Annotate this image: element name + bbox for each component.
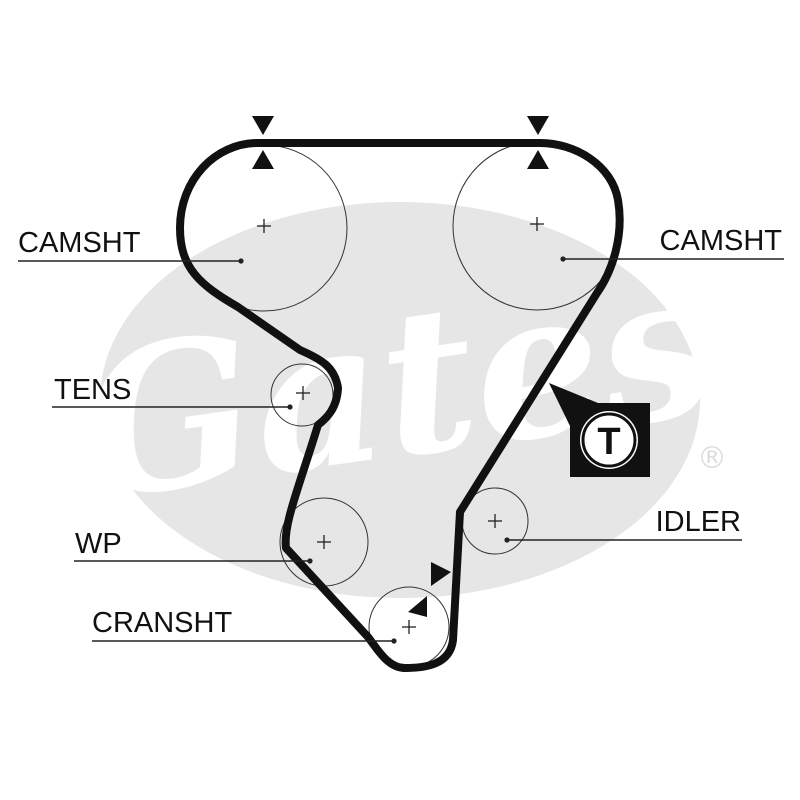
watermark-registered: ® (697, 441, 727, 476)
tensioner-letter: T (597, 421, 620, 463)
timing-belt (176, 139, 624, 672)
gates-watermark: Gates ® (68, 202, 728, 598)
camshaft-left-center-icon (257, 219, 271, 233)
timing-mark-icon (252, 150, 274, 169)
idler-center-icon (488, 514, 502, 528)
leader-crankshaft (92, 638, 397, 644)
camshaft-right-center-icon (530, 217, 544, 231)
timing-mark-crankshaft (408, 562, 451, 617)
timing-mark-icon (431, 562, 451, 586)
tensioner-adjust-symbol: T (549, 383, 650, 477)
timing-mark-icon (252, 116, 274, 135)
timing-mark-icon (408, 596, 427, 617)
label-tensioner: TENS (54, 374, 131, 406)
timing-mark-camshaft-right (527, 116, 549, 169)
timing-mark-icon (527, 116, 549, 135)
leader-idler (504, 537, 742, 543)
label-crankshaft: CRANSHT (92, 607, 232, 639)
pulley-tensioner (270, 363, 334, 427)
leader-water-pump (74, 558, 313, 564)
water-pump-center-icon (317, 535, 331, 549)
leader-camshaft-left (18, 258, 244, 264)
tensioner-center-icon (296, 386, 310, 400)
timing-mark-icon (527, 150, 549, 169)
label-water-pump: WP (75, 528, 122, 560)
label-camshaft-left: CAMSHT (18, 227, 141, 259)
leader-camshaft-right (560, 256, 784, 262)
watermark-ellipse (100, 202, 700, 598)
crankshaft-center-icon (402, 620, 416, 634)
label-idler: IDLER (656, 506, 741, 538)
leader-tensioner (52, 404, 293, 410)
label-camshaft-right: CAMSHT (660, 225, 783, 257)
timing-mark-camshaft-left (252, 116, 274, 169)
